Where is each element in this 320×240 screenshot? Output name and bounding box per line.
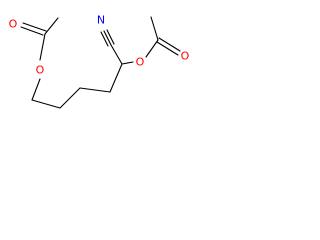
bond-left-carbonyl-ester-o [39,33,46,61]
bond-right-carbonyl-methyl [150,16,159,41]
bond-ch-ester-o [121,61,134,65]
bond-left-carbonyl-double-b [22,22,47,32]
bond-left-ester-o-ch2 [31,78,41,101]
bond-triple-c [106,29,115,45]
bond-left-carbonyl-double-a [20,26,44,36]
atom-label-carbonyl-left-o: O [9,18,18,31]
bond-ch-cn [110,44,123,65]
bond-right-carbonyl-double-b [158,37,181,52]
atom-label-nitrile-n: N [97,14,105,27]
bond-chain-4 [109,63,123,93]
bond-chain-3 [79,87,111,93]
bond-chain-1 [31,99,61,109]
bond-triple-a [100,31,109,47]
atom-label-carbonyl-right-o: O [181,50,190,63]
bond-ester-o-carbonyl [145,39,159,58]
bond-chain-2 [59,87,81,109]
bond-right-carbonyl-double-a [156,41,179,56]
bond-left-methyl-carbonyl [44,17,59,35]
bond-triple-b [103,30,112,46]
atom-label-ester-left-o: O [36,64,45,77]
atom-label-ester-right-o: O [136,56,145,69]
chemical-structure: O O O O N [9,14,190,109]
